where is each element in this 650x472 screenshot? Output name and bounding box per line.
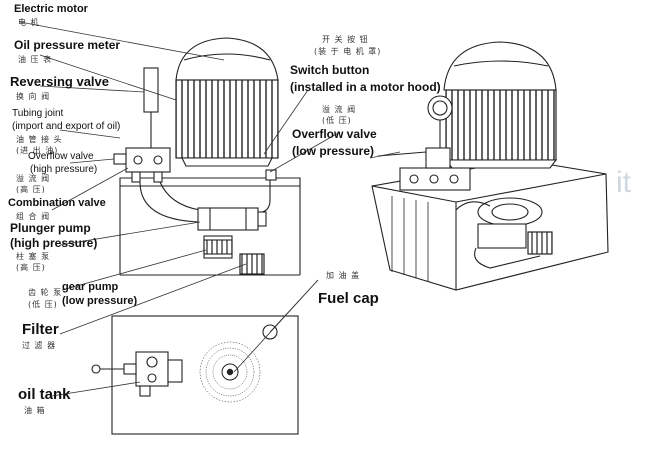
label-reversing-valve-cn: 换 向 阀	[16, 92, 51, 101]
label-oil-pressure-meter-cn: 油 压 表	[18, 55, 53, 64]
label-gear-pump-sub: (low pressure)	[62, 295, 138, 307]
right-3d-view	[371, 41, 609, 291]
label-electric-motor-cn: 电 机	[18, 18, 40, 27]
label-reversing-valve: Reversing valve	[10, 74, 110, 89]
label-gear-pump-cn: 齿 轮 泵	[28, 288, 63, 297]
label-switch-button-cn: 开 关 按 钮	[322, 35, 369, 44]
label-oil-tank: oil tank	[18, 386, 71, 403]
filter-element	[239, 253, 265, 275]
watermark-text: it	[616, 166, 631, 199]
label-overflow-valve-low-cn2: (低 压)	[322, 116, 352, 125]
label-combination-valve-cn: 组 合 阀	[16, 212, 51, 221]
label-combination-valve: Combination valve	[8, 197, 106, 209]
motor-dome	[175, 37, 279, 81]
left-pump-station	[113, 37, 301, 276]
label-plunger-pump-cn: 柱 塞 泵	[16, 252, 51, 261]
pump-3d	[477, 197, 543, 227]
label-electric-motor: Electric motor	[14, 3, 88, 15]
label-plunger-pump-cn2: (高 压)	[16, 263, 46, 272]
label-switch-button: Switch button	[290, 63, 370, 77]
motor-3d	[445, 89, 557, 161]
label-overflow-valve-high-sub: (high pressure)	[30, 164, 98, 175]
label-overflow-valve-low: Overflow valve	[292, 127, 377, 141]
label-overflow-valve-low-sub: (low pressure)	[292, 144, 375, 158]
label-filter: Filter	[22, 321, 59, 338]
label-switch-button-cn2: (装 于 电 机 罩)	[314, 47, 382, 56]
label-tubing-joint: Tubing joint	[12, 108, 64, 119]
label-overflow-valve-high-cn2: (高 压)	[16, 185, 46, 194]
label-tubing-joint-cn: 油 管 接 头	[16, 135, 63, 144]
label-switch-button-sub: (installed in a motor hood)	[290, 80, 441, 94]
label-tubing-joint-sub: (import and export of oil)	[12, 121, 121, 132]
plunger-pump	[197, 207, 259, 231]
plan-outline	[111, 315, 299, 435]
label-fuel-cap: Fuel cap	[318, 290, 379, 307]
motor-body	[175, 79, 279, 159]
label-tubing-joint-cn2: (进 出 油)	[16, 146, 59, 155]
label-plunger-pump: Plunger pump	[10, 221, 91, 235]
label-oil-tank-cn: 油 箱	[24, 406, 46, 415]
fuel-cap-circle	[262, 324, 278, 340]
label-oil-pressure-meter: Oil pressure meter	[14, 38, 121, 52]
label-overflow-valve-high: Overflow valve	[28, 151, 94, 162]
label-overflow-valve-low-cn: 溢 流 阀	[322, 105, 357, 114]
pressure-gauge	[427, 95, 453, 121]
label-fuel-cap-cn: 加 油 盖	[326, 271, 361, 280]
label-gear-pump-cn2: (低 压)	[28, 300, 58, 309]
label-overflow-valve-high-cn: 溢 流 阀	[16, 174, 51, 183]
label-filter-cn: 过 滤 器	[22, 341, 57, 350]
label-plunger-pump-sub: (high pressure)	[10, 236, 98, 250]
valve-block	[125, 147, 171, 173]
plan-view	[91, 315, 299, 435]
label-gear-pump: gear pump	[62, 281, 119, 293]
leader-lines	[19, 21, 401, 397]
filter-radial	[199, 341, 261, 403]
